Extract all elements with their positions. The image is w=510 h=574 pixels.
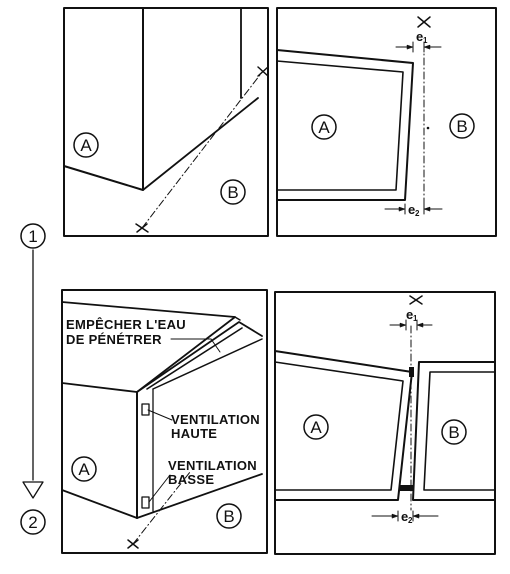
svg-text:B: B: [227, 183, 238, 202]
label-b-circle: B: [220, 179, 246, 205]
high-vent-opening: [141, 403, 150, 416]
cross-marker: [127, 539, 139, 549]
annotation-ventilation-high: VENTILATION HAUTE: [171, 412, 260, 441]
svg-text:B: B: [456, 117, 467, 136]
label-b-circle: B: [449, 113, 475, 139]
cross-marker: [409, 295, 423, 305]
label-a-circle: A: [311, 114, 337, 140]
dimension-e1: e 1: [389, 307, 433, 331]
label-a-circle: A: [303, 414, 329, 440]
svg-text:e: e: [416, 29, 424, 44]
cross-marker: [257, 66, 269, 77]
label-b-circle: B: [216, 503, 242, 529]
panel-top-right: e 1 e 2 A B: [276, 7, 497, 237]
svg-text:BASSE: BASSE: [168, 472, 214, 487]
svg-text:A: A: [80, 136, 92, 155]
cross-marker: [135, 223, 149, 233]
panel-bottom-right: e 1 e 2 A B: [274, 291, 496, 555]
svg-text:EMPÊCHER L'EAU: EMPÊCHER L'EAU: [66, 317, 186, 332]
dimension-e2: e 2: [371, 509, 439, 525]
svg-text:e: e: [401, 509, 409, 524]
step-2-circle: 2: [20, 509, 46, 535]
svg-text:VENTILATION: VENTILATION: [171, 412, 260, 427]
svg-text:A: A: [318, 118, 330, 137]
svg-text:DE PÉNÉTRER: DE PÉNÉTRER: [66, 332, 162, 347]
panel-top-left: A B: [63, 7, 269, 237]
svg-text:e: e: [408, 202, 416, 217]
step-1-circle: 1: [20, 223, 46, 249]
svg-text:1: 1: [423, 36, 428, 45]
dimension-e1: e 1: [395, 29, 442, 53]
svg-text:A: A: [78, 460, 90, 479]
label-a-circle: A: [73, 132, 99, 158]
svg-text:1: 1: [28, 227, 37, 246]
cross-marker: [417, 16, 431, 28]
svg-text:B: B: [223, 507, 234, 526]
label-a-circle: A: [71, 456, 97, 482]
low-vent-opening: [141, 496, 150, 509]
seal-bottom: [399, 485, 413, 491]
step-arrow: 1 2: [20, 223, 46, 535]
svg-text:e: e: [406, 307, 414, 322]
svg-text:1: 1: [413, 314, 418, 323]
annotation-prevent-water: EMPÊCHER L'EAU DE PÉNÉTRER: [66, 317, 186, 347]
panel-bottom-left: EMPÊCHER L'EAU DE PÉNÉTRER VENTILATION H…: [61, 289, 268, 554]
annotation-ventilation-low: VENTILATION BASSE: [168, 458, 257, 487]
svg-text:2: 2: [408, 516, 413, 525]
svg-text:VENTILATION: VENTILATION: [168, 458, 257, 473]
svg-text:2: 2: [415, 209, 420, 218]
dimension-e2: e 2: [384, 202, 443, 218]
label-b-circle: B: [441, 419, 467, 445]
svg-text:B: B: [448, 423, 459, 442]
svg-text:HAUTE: HAUTE: [171, 426, 217, 441]
svg-text:A: A: [310, 418, 322, 437]
svg-text:2: 2: [28, 513, 37, 532]
